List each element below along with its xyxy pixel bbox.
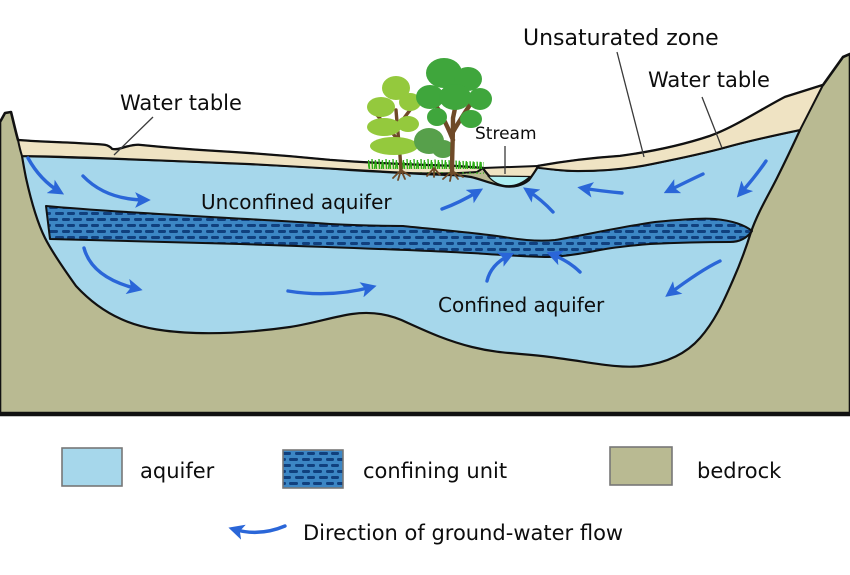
- unsaturated-zone-right: [537, 84, 824, 172]
- flow-arrow-icon: [81, 174, 151, 208]
- tree-roots-icon: [392, 167, 464, 182]
- flow-arrow-icon: [26, 156, 65, 195]
- stream-water: [487, 175, 531, 187]
- flow-arrow-icon: [440, 188, 484, 211]
- grass: [368, 156, 484, 174]
- legend-label-bedrock: bedrock: [697, 459, 782, 483]
- label-confined-aquifer: Confined aquifer: [438, 293, 605, 317]
- flow-direction-arrow-icon: [228, 524, 287, 540]
- leader-water-table-left: [113, 116, 154, 156]
- tree-left-icon: [367, 76, 421, 173]
- trees: [367, 58, 492, 182]
- legend-label-flow: Direction of ground-water flow: [303, 521, 623, 545]
- flow-arrows: [26, 156, 768, 298]
- tree-bush-icon: [414, 128, 454, 158]
- flow-arrow-icon: [663, 172, 705, 194]
- flow-arrow-icon: [485, 252, 515, 283]
- flow-arrow-icon: [286, 282, 377, 298]
- flow-arrow-icon: [546, 250, 582, 274]
- label-water-table-right: Water table: [648, 68, 770, 92]
- bedrock-swatch: [609, 446, 673, 486]
- label-stream: Stream: [475, 124, 537, 144]
- flow-arrow-icon: [82, 246, 143, 295]
- legend-label-aquifer: aquifer: [140, 459, 215, 483]
- legend: aquifer confining unit bedrock Direction…: [61, 446, 782, 545]
- leader-water-table-right: [701, 96, 723, 149]
- flow-arrow-icon: [665, 259, 722, 297]
- confining-unit-swatch: [282, 449, 344, 489]
- label-water-table-left: Water table: [120, 91, 242, 115]
- leader-lines: [113, 51, 723, 174]
- flow-arrow-icon: [736, 159, 768, 198]
- legend-label-confining-unit: confining unit: [363, 459, 507, 483]
- leader-unsaturated-zone: [616, 51, 645, 158]
- label-unconfined-aquifer: Unconfined aquifer: [201, 190, 392, 214]
- flow-arrow-icon: [523, 187, 555, 214]
- flow-arrow-icon: [577, 182, 624, 198]
- label-unsaturated-zone: Unsaturated zone: [523, 26, 719, 51]
- tree-right-icon: [416, 58, 492, 176]
- confining-unit-region: [45, 205, 753, 258]
- aquifer-swatch: [61, 447, 123, 487]
